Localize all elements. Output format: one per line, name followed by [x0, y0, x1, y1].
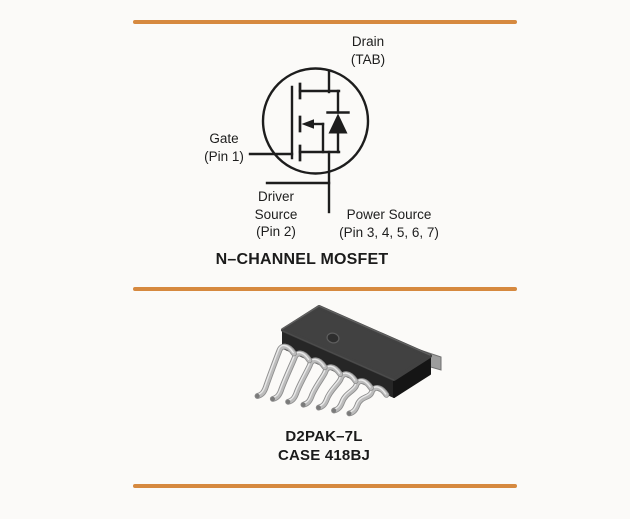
package-lead-tip — [255, 393, 260, 399]
package-lead — [347, 386, 387, 414]
package-edge-highlight — [281, 305, 431, 356]
package-lead — [317, 372, 356, 408]
package-top-indent — [326, 332, 340, 344]
symbol-circle — [261, 67, 370, 175]
power-source-label-line2: (Pin 3, 4, 5, 6, 7) — [339, 224, 439, 240]
driver-source-label-line1: Driver — [258, 189, 294, 204]
gate-label: Gate (Pin 1) — [204, 130, 244, 165]
package-lead — [286, 358, 325, 402]
driver-source-label-line3: (Pin 2) — [256, 224, 296, 239]
package-lead-tip — [347, 411, 352, 416]
package-lead-tip — [301, 402, 306, 407]
body-arrowhead — [301, 119, 314, 129]
package-lead — [255, 344, 294, 396]
package-front-edge — [282, 330, 395, 381]
package-lead-tip — [285, 399, 291, 404]
driver-source-label-line2: Source — [254, 206, 298, 222]
package-lead — [316, 372, 358, 410]
section-divider-bottom — [133, 484, 517, 488]
gate-label-line1: Gate — [209, 131, 239, 146]
package-lead — [347, 385, 389, 416]
package-lead — [332, 379, 373, 413]
gate-label-line2: (Pin 1) — [204, 148, 244, 164]
package-top-face — [281, 305, 432, 381]
package-drawing — [254, 305, 442, 417]
package-leads — [254, 343, 390, 417]
package-lead — [301, 365, 341, 405]
mosfet-caption: N–CHANNEL MOSFET — [215, 251, 389, 268]
package-lead — [332, 379, 371, 411]
driver-source-label: Driver Source (Pin 2) — [255, 188, 298, 241]
power-source-label-line1: Power Source — [346, 207, 432, 222]
package-lead-tip — [316, 405, 321, 410]
package-lead — [255, 344, 296, 398]
drain-label: Drain (TAB) — [351, 33, 385, 68]
package-lead-tip — [331, 408, 337, 413]
package-caption: D2PAK–7L CASE 418BJ — [278, 428, 370, 465]
package-name: D2PAK–7L — [285, 428, 363, 445]
diode-triangle — [328, 113, 348, 134]
package-lead-tip — [270, 396, 275, 402]
mosfet-symbol-drawing — [248, 67, 370, 214]
section-divider-top — [133, 20, 517, 24]
package-lead — [286, 358, 327, 404]
drain-label-line2: (TAB) — [350, 51, 386, 67]
drain-label-line1: Drain — [351, 34, 385, 49]
section-divider-middle — [133, 287, 517, 291]
package-lead — [270, 351, 312, 401]
power-source-label: Power Source (Pin 3, 4, 5, 6, 7) — [339, 206, 439, 241]
package-lead — [301, 365, 343, 407]
package-case: CASE 418BJ — [277, 446, 371, 464]
package-lead — [271, 351, 310, 399]
